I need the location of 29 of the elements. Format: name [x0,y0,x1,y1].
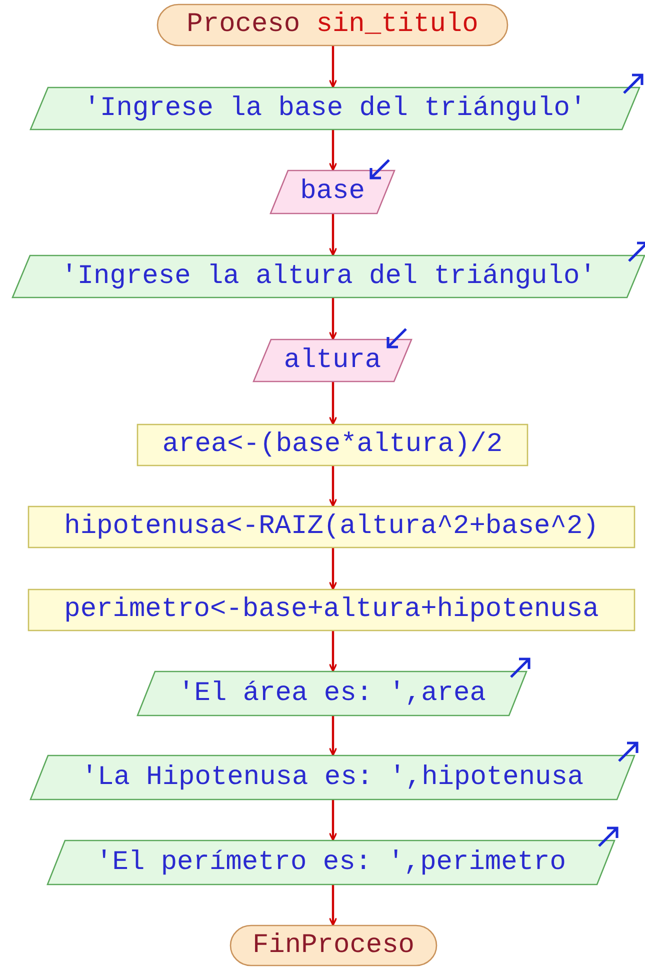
arrow [328,382,338,425]
node-text: sin_titulo [316,10,478,40]
arrow [328,631,338,672]
node-text: 'Ingrese la base del triángulo' [84,94,586,124]
terminal-shape [157,4,508,46]
arrow [328,716,338,756]
arrow [328,885,338,926]
node-text: area<-(base*altura)/2 [162,430,503,460]
arrow [328,298,338,340]
terminal-shape [230,925,437,966]
arrow [328,130,338,171]
node-text: 'Ingrese la altura del triángulo' [61,262,596,292]
process-box [28,506,635,548]
node-text: FinProceso [252,930,415,960]
node-text: altura [284,346,382,376]
node-text: Proceso [186,10,300,40]
arrow [328,466,338,507]
arrow [328,548,338,590]
node-text: 'El perímetro es: ',perimetro [96,848,566,878]
node-text: perimetro<-base+altura+hipotenusa [64,595,599,625]
process-box [28,589,635,631]
node-text: hipotenusa<-RAIZ(altura^2+base^2) [64,512,599,542]
arrow [328,800,338,841]
arrow [328,46,338,88]
node-text: 'El área es: ',area [178,678,486,708]
process-box [137,424,528,466]
node-text: base [300,177,365,207]
node-text: 'La Hipotenusa es: ',hipotenusa [81,762,584,792]
arrow [328,214,338,256]
